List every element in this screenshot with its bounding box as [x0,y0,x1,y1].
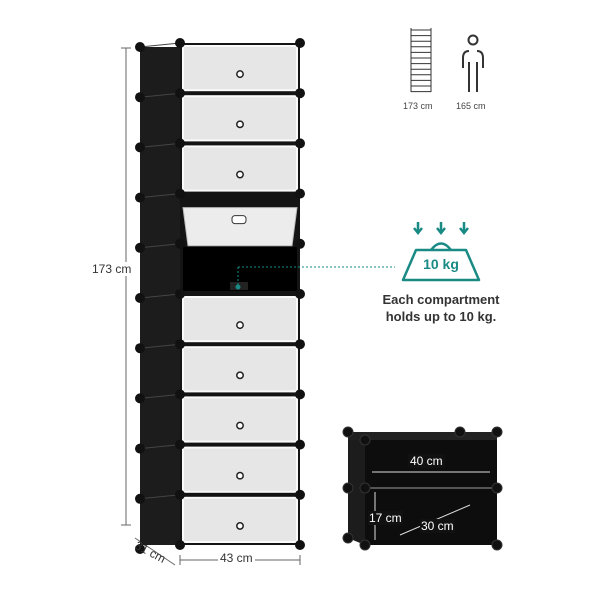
load-caption-line1: Each compartment [382,292,500,307]
connector-icon [295,38,305,48]
connector-icon [359,482,371,494]
shelf-height-label: 173 cm [403,101,433,111]
door-hole-icon [236,321,244,330]
connector-icon [295,138,305,149]
width-label: 43 cm [218,551,255,565]
connector-icon [175,88,185,99]
side-panel-seam [139,193,181,199]
load-caption: Each compartment holds up to 10 kg. [361,291,521,325]
connector-icon [359,539,371,551]
door-hole-icon [236,371,244,380]
connector-icon [342,482,354,494]
callout-dot [235,284,241,290]
side-panel-seam [139,142,181,148]
door-hole-icon [236,170,244,179]
connector-icon [175,38,185,48]
connector-icon [175,188,185,199]
connector-icon [454,426,466,438]
connector-icon [295,389,305,400]
connector-icon [295,188,305,199]
cube-side [348,432,365,545]
door-panel [182,45,298,92]
height-dimension-line [121,47,131,526]
door-panel [182,396,298,443]
connector-icon [295,489,305,500]
connector-icon [135,443,145,454]
connector-icon [175,540,185,550]
connector-icon [295,339,305,350]
side-panel-seam [139,243,181,249]
door-hole-icon [236,471,244,480]
connector-icon [175,439,185,450]
weight-icon [401,222,481,282]
door-knob-icon [231,215,247,225]
ladder-icon [410,28,432,93]
connector-icon [175,138,185,149]
connector-icon [295,540,305,550]
side-panel-seam [139,343,181,349]
connector-icon [175,339,185,350]
height-label: 173 cm [92,262,132,276]
door-panel [182,346,298,393]
connector-icon [135,242,145,253]
connector-icon [175,489,185,500]
connector-icon [491,482,503,494]
person-height-label: 165 cm [456,101,486,111]
side-panel-seam [139,444,181,450]
connector-icon [135,343,145,354]
person-icon [462,34,484,92]
cube-height-label: 17 cm [368,511,403,525]
cube-top [348,432,497,440]
load-caption-line2: holds up to 10 kg. [385,309,497,324]
connector-icon [135,393,145,404]
door-hole-icon [236,521,244,530]
door-hole-icon [236,70,244,79]
side-panel-seam [139,92,181,98]
connector-icon [359,434,371,446]
connector-icon [295,238,305,249]
connector-icon [135,142,145,153]
connector-icon [175,389,185,400]
door-panel [182,145,298,192]
door-panel [182,95,298,142]
connector-icon [135,192,145,203]
connector-icon [135,293,145,303]
connector-icon [295,289,305,299]
door-panel [182,296,298,343]
door-panel [182,446,298,493]
door-panel [182,496,298,543]
connector-icon [295,439,305,450]
side-panel-seam [139,494,181,500]
connector-icon [175,289,185,299]
door-hole-icon [236,120,244,129]
connector-icon [295,88,305,99]
weight-label: 10 kg [423,256,459,272]
connector-icon [342,426,354,438]
cube-depth-label: 30 cm [420,519,455,533]
connector-icon [135,493,145,504]
cube-width-label: 40 cm [408,454,445,468]
connector-icon [342,532,354,544]
connector-icon [175,238,185,249]
connector-icon [135,544,145,554]
side-panel-seam [139,393,181,399]
door-hole-icon [236,421,244,430]
tilted-door [182,207,298,247]
connector-icon [135,42,145,52]
side-panel-seam [139,42,181,48]
side-panel-seam [139,293,181,299]
shoe-cabinet [135,38,305,554]
connector-icon [135,92,145,103]
connector-icon [491,426,503,438]
connector-icon [491,539,503,551]
